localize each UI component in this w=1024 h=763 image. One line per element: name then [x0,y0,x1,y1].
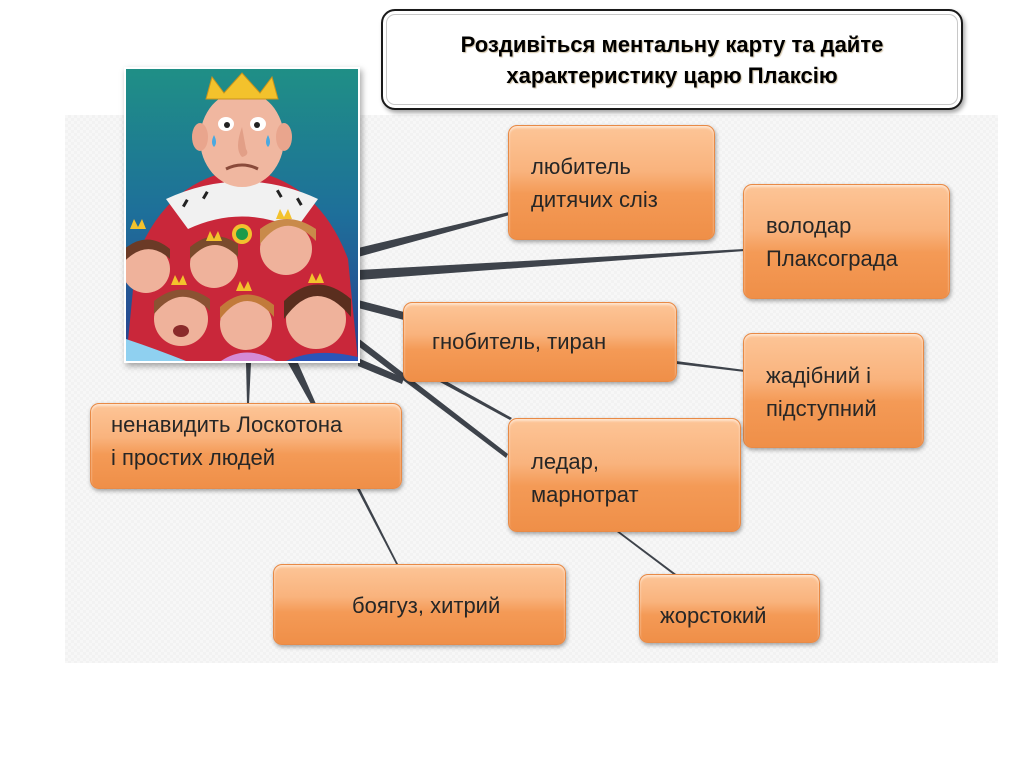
node-lover-of-tears: любитель дитячих сліз [508,125,715,240]
node-label: любитель дитячих сліз [531,154,658,212]
connector-hates-b [288,363,316,404]
king-illustration-icon [126,69,358,361]
king-plaksiy-image [124,67,360,363]
connector-hates-a [246,363,251,404]
node-ruler: володар Плаксограда [743,184,950,299]
node-label: володар Плаксограда [766,213,898,271]
connector-greedy [676,361,745,372]
node-label: жадібний і підступний [766,363,877,421]
connector-cruel [617,532,676,575]
node-label: ненавидить Лоскотона і простих людей [111,412,343,470]
connector-lazy-a [358,338,508,458]
node-label: ледар, марнотрат [531,449,639,507]
title-box: Роздивіться ментальну карту та дайте хар… [381,9,963,110]
connector-lover-of-tears [358,212,510,257]
connector-lazy-b [440,380,512,420]
node-lazy: ледар, марнотрат [508,418,741,532]
connector-ruler [358,249,745,280]
connector-lazy-c [358,358,404,384]
node-label: боягуз, хитрий [352,593,501,618]
connector-oppressor [358,300,404,320]
node-oppressor: гнобитель, тиран [403,302,677,382]
page-title: Роздивіться ментальну карту та дайте хар… [460,31,884,88]
node-label: гнобитель, тиран [432,329,607,354]
node-coward: боягуз, хитрий [273,564,566,645]
connector-coward [357,489,398,564]
node-hates: ненавидить Лоскотона і простих людей [90,403,402,489]
node-label: жорстокий [660,603,767,628]
node-greedy: жадібний і підступний [743,333,924,448]
node-cruel: жорстокий [639,574,820,643]
